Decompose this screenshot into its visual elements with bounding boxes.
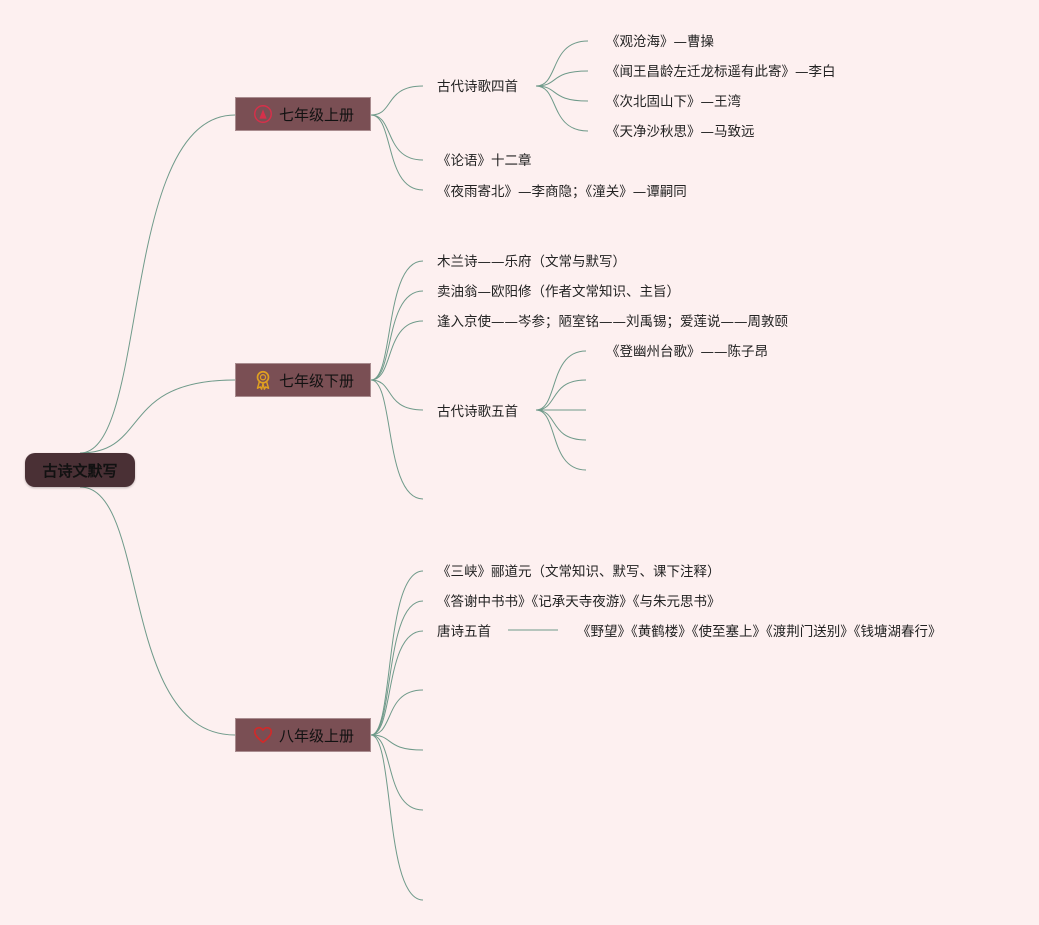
award-ribbon-icon	[252, 369, 274, 391]
connector-line	[370, 114, 424, 161]
connector-line	[370, 734, 424, 751]
connector-line	[370, 689, 424, 736]
connector-root-branch	[79, 379, 236, 454]
connector-line	[370, 570, 424, 736]
leaf-poem[interactable]: 《观沧海》—曹操	[606, 34, 714, 50]
connector-line	[535, 85, 589, 132]
connector-line	[370, 114, 424, 191]
connector-line	[535, 85, 589, 102]
connector-line	[535, 350, 587, 411]
leaf-poem[interactable]: 《天净沙秋思》—马致远	[606, 124, 755, 140]
branch-label: 七年级上册	[278, 105, 354, 124]
node-ancient-poems-four[interactable]: 古代诗歌四首	[437, 79, 518, 95]
connector-line	[535, 409, 587, 441]
connector-line	[535, 70, 589, 87]
connector-line	[535, 40, 589, 87]
connector-line	[370, 379, 424, 500]
leaf-poem[interactable]: 《登幽州台歌》——陈子昂	[606, 344, 768, 360]
branch-grade7-vol1[interactable]: 七年级上册	[235, 97, 371, 131]
root-node[interactable]: 古诗文默写	[25, 453, 135, 487]
node-night-rain[interactable]: 《夜雨寄北》—李商隐；《潼关》—谭嗣同	[437, 184, 687, 200]
node-tang-poems-five[interactable]: 唐诗五首	[437, 624, 491, 640]
connector-line	[370, 85, 424, 116]
connector-line	[370, 734, 424, 811]
connector-line	[370, 379, 424, 411]
node-oil-seller[interactable]: 卖油翁—欧阳修（作者文常知识、主旨）	[437, 284, 680, 300]
node-analects[interactable]: 《论语》十二章	[437, 153, 532, 169]
node-three-works[interactable]: 逢入京使——岑参；陋室铭——刘禹锡；爱莲说——周敦颐	[437, 314, 788, 330]
branch-label: 八年级上册	[278, 726, 354, 745]
node-mulan[interactable]: 木兰诗——乐府（文常与默写）	[437, 254, 626, 270]
leaf-tang-poem-list[interactable]: 《野望》《黄鹤楼》《使至塞上》《渡荆门送别》《钱塘湖春行》	[577, 624, 942, 640]
connector-root-branch	[79, 114, 236, 454]
root-label: 古诗文默写	[42, 461, 118, 480]
connector-line	[370, 290, 424, 381]
branch-grade8-vol1[interactable]: 八年级上册	[235, 718, 371, 752]
connector-line	[535, 409, 587, 471]
branch-label: 七年级下册	[278, 371, 354, 390]
node-three-gorges[interactable]: 《三峡》郦道元（文常知识、默写、课下注释）	[437, 564, 721, 580]
connector-line	[370, 600, 424, 736]
branch-grade7-vol2[interactable]: 七年级下册	[235, 363, 371, 397]
connector-line	[535, 379, 587, 411]
node-three-essays[interactable]: 《答谢中书书》《记承天寺夜游》《与朱元思书》	[437, 594, 721, 610]
leaf-poem[interactable]: 《次北固山下》—王湾	[606, 94, 741, 110]
leaf-poem[interactable]: 《闻王昌龄左迁龙标遥有此寄》—李白	[606, 64, 836, 80]
node-ancient-poems-five[interactable]: 古代诗歌五首	[437, 404, 518, 420]
connector-line	[370, 734, 424, 901]
heart-icon	[252, 724, 274, 746]
connector-root-branch	[79, 486, 236, 736]
connector-line	[370, 320, 424, 381]
connector-line	[370, 630, 424, 736]
flag-icon	[252, 103, 274, 125]
connector-line	[370, 260, 424, 381]
